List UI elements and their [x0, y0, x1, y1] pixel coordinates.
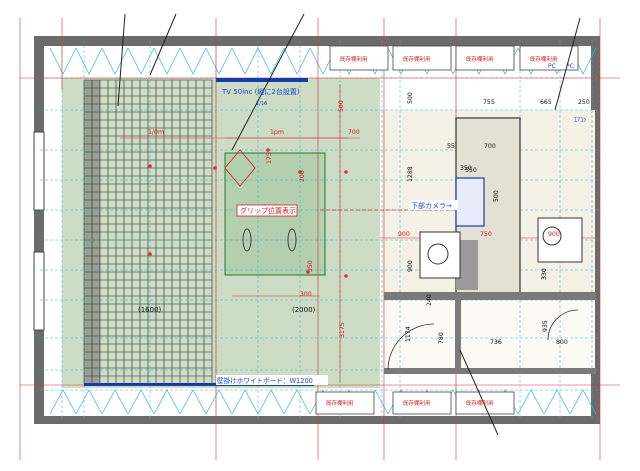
dim-736: 736: [490, 339, 502, 346]
dim-330: 330: [541, 268, 548, 280]
chair-left: [419, 231, 461, 279]
tv-sub-label: 1/16: [256, 101, 267, 107]
camera-column: [455, 177, 485, 227]
column-mid: [456, 240, 478, 290]
dim-v-1288: 1288: [407, 166, 414, 182]
storage-label: 既存棚利用: [466, 399, 494, 407]
dim-top-755: 755: [483, 99, 495, 106]
grip-label-box: [236, 204, 298, 217]
mesh-dark-strip: [84, 80, 100, 384]
door-frame: [455, 300, 461, 368]
dim-500-red: 500: [338, 100, 345, 112]
tv-bar: [216, 78, 308, 82]
dim-175: 175: [266, 152, 273, 164]
storage-label: 既存棚利用: [403, 55, 431, 63]
dim-center-3: 1/0m: [148, 129, 164, 136]
storage-label: 既存棚利用: [403, 399, 431, 407]
dim-200: 200: [299, 170, 306, 182]
dim-780: 780: [438, 332, 445, 344]
storage-box-bottom: [455, 391, 515, 415]
storage-box-bottom: [392, 391, 452, 415]
dim-v-500: 500: [407, 92, 414, 104]
tv-label: TV 50inc (縦に2台設置): [221, 87, 300, 96]
lattice-top: [257, 47, 285, 75]
dim-center-2: 700: [348, 129, 360, 136]
dim-550: 550: [465, 167, 477, 174]
lattice-bottom: [205, 389, 233, 415]
dim-500: 500: [493, 190, 500, 202]
dim-350-red: 350: [307, 260, 314, 272]
grip-label: グリップ位置表示: [240, 206, 296, 215]
lattice-top: [49, 47, 77, 75]
dim-2000: (2000): [292, 306, 316, 314]
dim-red-900b: 900: [548, 231, 560, 238]
storage-box-top: [519, 45, 579, 71]
lattice-top: [231, 47, 259, 75]
leader-lines: [117, 13, 581, 436]
lower-right-room: [382, 300, 595, 370]
storage-box-top: [392, 45, 452, 71]
red-dot: [306, 270, 310, 274]
pc-label: PC: [566, 63, 574, 70]
camera-label-box: [410, 200, 458, 210]
dim-red-900: 900: [398, 231, 410, 238]
dim-700: 700: [484, 143, 496, 150]
door-swing-left: [387, 323, 435, 371]
dim-top-665: 665: [540, 99, 552, 106]
door-swing-right: [547, 309, 579, 341]
lattice-top: [101, 47, 129, 75]
storage-box-top: [329, 45, 389, 71]
dim-3175: 3175: [339, 322, 346, 338]
pc-label: PC: [548, 63, 556, 70]
bottom-partition: [384, 368, 596, 374]
dim-1600: (1600): [138, 306, 162, 314]
red-dot: [266, 148, 270, 152]
red-dot: [344, 170, 348, 174]
dim-800: 800: [556, 339, 568, 346]
storage-label: 既存棚利用: [530, 55, 558, 63]
red-dot: [148, 252, 152, 256]
storage-boxes: [315, 45, 579, 415]
red-dot: [148, 164, 152, 168]
whiteboard-label-box: [216, 375, 328, 385]
dim-v-900: 900: [407, 260, 414, 272]
storage-box-top: [455, 45, 515, 71]
lattice-top: [283, 47, 311, 75]
lattice-top: [205, 47, 233, 75]
aircon-label: ｴｱｺﾝ: [574, 117, 586, 124]
dimension-texts: 755 665 250 500 1288 900 550 700 350 500 1174 736 80…: [148, 92, 590, 346]
storage-box-bottom: [315, 391, 375, 415]
green-floor-zone: [62, 78, 380, 388]
left-window-bottom: [33, 251, 45, 331]
dim-1174: 1174: [405, 326, 412, 342]
partition-wall: [384, 292, 596, 300]
red-dot: [298, 170, 302, 174]
dim-350: 350: [460, 165, 472, 172]
storage-label: 既存棚利用: [466, 55, 494, 63]
dim-red-750: 750: [480, 231, 492, 238]
dim-240: 240: [426, 294, 433, 306]
dim-55: 55: [447, 143, 455, 150]
dim-top-250: 250: [578, 99, 590, 106]
lattice-top: [75, 47, 103, 75]
lattice-bottom: [75, 389, 103, 415]
camera-label: 下部カメラ→: [411, 201, 452, 210]
storage-label: 既存棚利用: [326, 399, 354, 407]
left-window-top: [33, 131, 45, 211]
dim-center-1: 1pm: [270, 129, 284, 136]
red-dot: [344, 274, 348, 278]
dim-935: 935: [542, 320, 549, 332]
storage-label: 既存棚利用: [340, 55, 368, 63]
whiteboard-bar: [84, 383, 314, 386]
dim-300: 300: [300, 291, 312, 298]
hold-marks: [224, 149, 297, 252]
chair-right: [537, 217, 583, 263]
red-dot: [213, 166, 217, 170]
lattice-top: [127, 47, 155, 75]
lattice-top: [179, 47, 207, 75]
whiteboard-label: 壁掛けホワイトボード：W1200: [217, 376, 313, 385]
